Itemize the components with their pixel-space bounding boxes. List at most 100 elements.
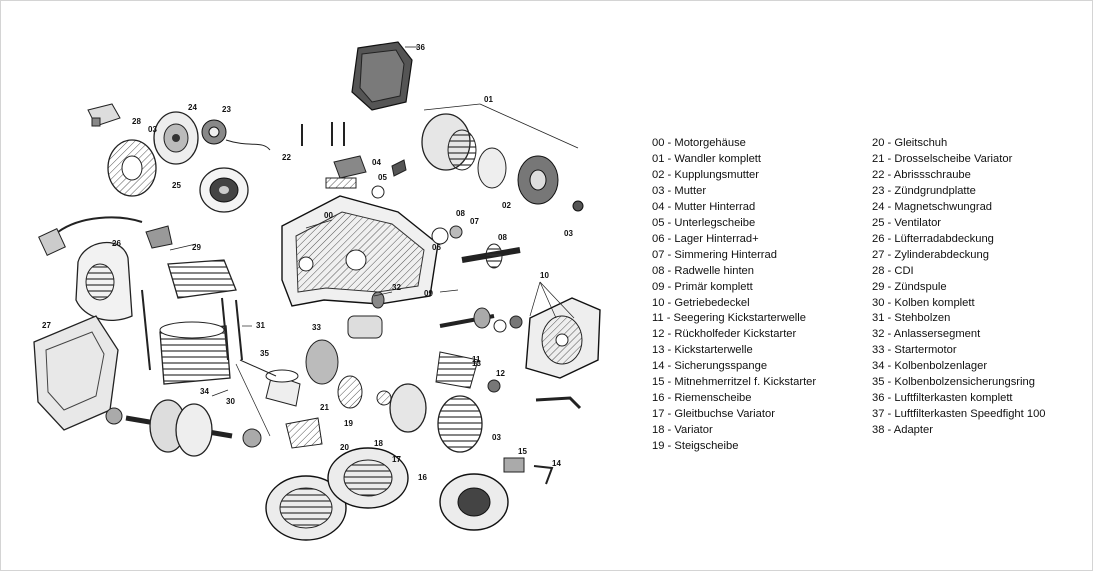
part-30-piston <box>239 359 301 407</box>
legend-item: 14 - Sicherungsspange <box>652 360 768 373</box>
part-24-flywheel <box>153 111 199 165</box>
legend-item: 37 - Luftfilterkasten Speedfight 100 <box>872 408 1046 421</box>
callout: 03 <box>564 229 573 238</box>
legend-item: 00 - Motorgehäuse <box>652 137 746 149</box>
parts-legend-column-1: 00 - Motorgehäuse 01 - Wandler komplett 02… <box>652 136 816 455</box>
legend-item: 34 - Kolbenbolzenlager <box>872 360 988 373</box>
legend-item: 24 - Magnetschwungrad <box>872 200 993 213</box>
callout-labels: 36 01 28 24 23 03 22 25 04 05 00 02 03 0… <box>42 43 573 482</box>
callout: 15 <box>518 447 527 456</box>
callout: 34 <box>200 387 209 396</box>
callout: 26 <box>112 239 121 248</box>
part-22-shear-bolts <box>301 122 345 146</box>
callout: 25 <box>172 181 181 190</box>
legend-item: 25 - Ventilator <box>872 216 942 229</box>
part-25-fan <box>107 139 157 197</box>
legend-item: 18 - Variator <box>652 424 713 437</box>
callout: 03 <box>148 125 157 134</box>
leader-lines <box>169 219 575 437</box>
legend-item: 06 - Lager Hinterrad+ <box>652 232 759 245</box>
legend-item: 03 - Mutter <box>652 184 707 197</box>
callout: 08 <box>456 209 465 218</box>
part-27-cylinder-cover <box>33 315 119 431</box>
legend-item: 15 - Mitnehmerritzel f. Kickstarter <box>652 376 817 389</box>
legend-item: 10 - Getriebedeckel <box>652 296 750 309</box>
part-33-starter-motor <box>347 291 385 339</box>
part-04-05-nuts <box>325 155 407 199</box>
part-cylinder <box>159 321 231 385</box>
callout: 02 <box>502 201 511 210</box>
legend-item: 27 - Zylinderabdeckung <box>872 248 989 261</box>
legend-item: 19 - Steigscheibe <box>652 440 739 453</box>
legend-item: 07 - Simmering Hinterrad <box>652 248 777 261</box>
callout: 36 <box>416 43 425 52</box>
part-18-variator <box>376 383 483 453</box>
part-34-crankshaft <box>105 399 262 457</box>
legend-item: 12 - Rückholfeder Kickstarter <box>652 328 797 341</box>
callout: 07 <box>470 217 479 226</box>
callout: 13 <box>472 359 481 368</box>
legend-item: 11 - Seegering Kickstarterwelle <box>652 312 807 325</box>
callout: 29 <box>192 243 201 252</box>
part-23-ignition-plate <box>201 119 271 151</box>
callout: 10 <box>540 271 549 280</box>
legend-item: 22 - Abrissschraube <box>872 168 971 181</box>
callout: 08 <box>498 233 507 242</box>
callout: 04 <box>372 158 381 167</box>
legend-item: 33 - Startermotor <box>872 344 957 357</box>
legend-item: 30 - Kolben komplett <box>872 296 975 309</box>
callout: 18 <box>374 439 383 448</box>
part-21-throttle-disc <box>305 339 363 409</box>
part-09-primary <box>439 307 523 333</box>
callout: 21 <box>320 403 329 412</box>
part-cylinder-head <box>167 259 237 299</box>
part-13-kickstarter <box>435 351 582 410</box>
legend-item: 13 - Kickstarterwelle <box>652 344 753 357</box>
part-28-cdi <box>87 103 121 127</box>
callout: 20 <box>340 443 349 452</box>
callout: 30 <box>226 397 235 406</box>
callout: 24 <box>188 103 197 112</box>
part-36-air-filter-box <box>351 41 413 111</box>
callout: 31 <box>256 321 265 330</box>
legend-item: 20 - Gleitschuh <box>872 137 948 149</box>
legend-item: 29 - Zündspule <box>872 280 947 293</box>
legend-item: 05 - Unterlegscheibe <box>652 216 756 229</box>
callout: 00 <box>324 211 333 220</box>
callout: 33 <box>312 323 321 332</box>
legend-item: 28 - CDI <box>872 264 914 277</box>
legend-item: 16 - Riemenscheibe <box>652 392 752 405</box>
legend-item: 38 - Adapter <box>872 424 933 437</box>
callout: 17 <box>392 455 401 464</box>
legend-item: 09 - Primär komplett <box>652 280 753 293</box>
callout: 16 <box>418 473 427 482</box>
callout: 35 <box>260 349 269 358</box>
callout: 23 <box>222 105 231 114</box>
legend-item: 36 - Luftfilterkasten komplett <box>872 392 1013 405</box>
callout: 32 <box>392 283 401 292</box>
legend-item: 04 - Mutter Hinterrad <box>652 200 756 213</box>
callout: 09 <box>424 289 433 298</box>
callout: 14 <box>552 459 561 468</box>
part-15-drive-pinion <box>503 457 554 485</box>
part-26-fan-cover <box>75 242 133 321</box>
legend-item: 01 - Wandler komplett <box>652 152 762 165</box>
legend-item: 17 - Gleitbuchse Variator <box>652 408 775 421</box>
legend-item: 26 - Lüfterradabdeckung <box>872 232 994 245</box>
legend-item: 02 - Kupplungsmutter <box>652 168 759 181</box>
part-01-converter <box>421 113 584 212</box>
callout: 22 <box>282 153 291 162</box>
part-flywheel-rotor <box>199 167 249 213</box>
exploded-engine-diagram: 36 01 28 24 23 03 22 25 04 05 00 02 03 0… <box>33 41 601 541</box>
callout: 05 <box>378 173 387 182</box>
callout: 03 <box>492 433 501 442</box>
legend-item: 35 - Kolbenbolzensicherungsring <box>872 376 1035 389</box>
callout: 19 <box>344 419 353 428</box>
part-08-rear-shaft <box>431 225 521 269</box>
part-16-pulleys <box>265 447 509 541</box>
legend-item: 08 - Radwelle hinten <box>652 264 754 277</box>
part-29-ignition-coil <box>38 216 173 256</box>
callout: 28 <box>132 117 141 126</box>
callout: 12 <box>496 369 505 378</box>
